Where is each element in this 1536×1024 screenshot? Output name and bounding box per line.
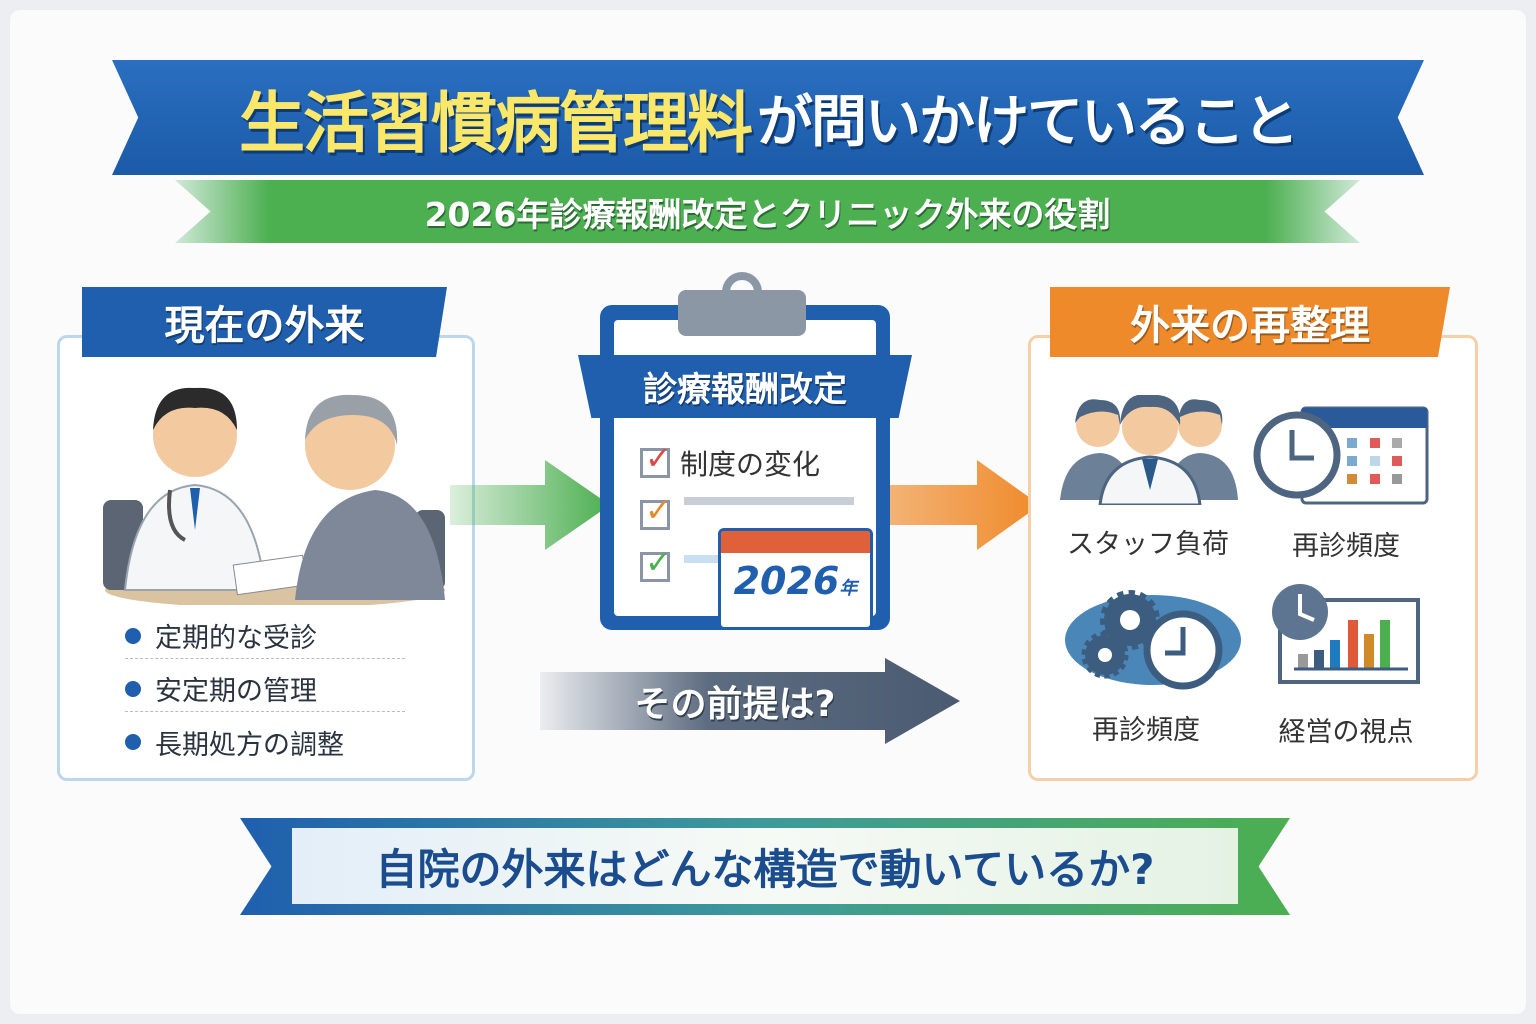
bullet-item: 安定期の管理 [125, 666, 405, 712]
calendar-2026: 2026年 [718, 528, 873, 630]
bullet-dot-icon [125, 734, 141, 750]
bar-chart-clock-icon [1272, 584, 1420, 684]
premise-question: その前提は? [634, 684, 836, 725]
bullet-text: 長期処方の調整 [155, 729, 344, 761]
bullet-item: 定期的な受診 [125, 613, 405, 659]
item-label-revisit-frequency: 再診頻度 [1292, 531, 1400, 562]
revision-banner: 診療報酬改定 [578, 355, 912, 418]
title-rest: が問いかけていること [757, 90, 1299, 155]
reorganize-header: 外来の再整理 [1050, 287, 1450, 357]
subtitle-ribbon: 2026年診療報酬改定とクリニック外来の役割 [175, 180, 1360, 243]
placeholder-line [684, 497, 854, 505]
placeholder-line [684, 555, 718, 563]
bullet-text: 定期的な受診 [155, 623, 317, 654]
calendar-year-suffix: 年 [839, 578, 858, 599]
item-label-management-view: 経営の視点 [1278, 717, 1414, 748]
gears-clock-icon [1065, 590, 1241, 690]
gray-arrow-shape [540, 658, 960, 744]
green-arrow-icon [450, 460, 610, 550]
checklist-label: 制度の変化 [680, 448, 821, 481]
bullet-item: 長期処方の調整 [125, 719, 405, 765]
item-label-revisit-frequency-2: 再診頻度 [1092, 715, 1200, 746]
checklist-item: ✓ [640, 543, 672, 582]
doctor-patient-illustration [103, 387, 445, 605]
checkbox-icon: ✓ [640, 439, 672, 478]
calendar-year: 2026 [733, 559, 840, 603]
current-outpatient-header: 現在の外来 [82, 287, 447, 357]
checkbox-icon: ✓ [640, 543, 672, 582]
orange-arrow-icon [872, 460, 1040, 550]
clipboard-clip-ring [722, 272, 762, 302]
item-label-staff-load: スタッフ負荷 [1067, 529, 1229, 560]
footer-question: 自院の外来はどんな構造で動いているか? [292, 828, 1238, 904]
checklist-item: ✓ [640, 491, 672, 530]
checklist-item: ✓制度の変化 [640, 439, 821, 483]
title-highlight: 生活習慣病管理料 [239, 84, 753, 162]
checkbox-icon: ✓ [640, 491, 672, 530]
staff-icon [1060, 395, 1238, 505]
clock-calendar-icon [1253, 406, 1429, 505]
bullet-text: 安定期の管理 [155, 676, 317, 707]
bullet-dot-icon [125, 680, 141, 697]
bullet-dot-icon [125, 627, 141, 644]
title-ribbon: 生活習慣病管理料 が問いかけていること [112, 60, 1424, 175]
